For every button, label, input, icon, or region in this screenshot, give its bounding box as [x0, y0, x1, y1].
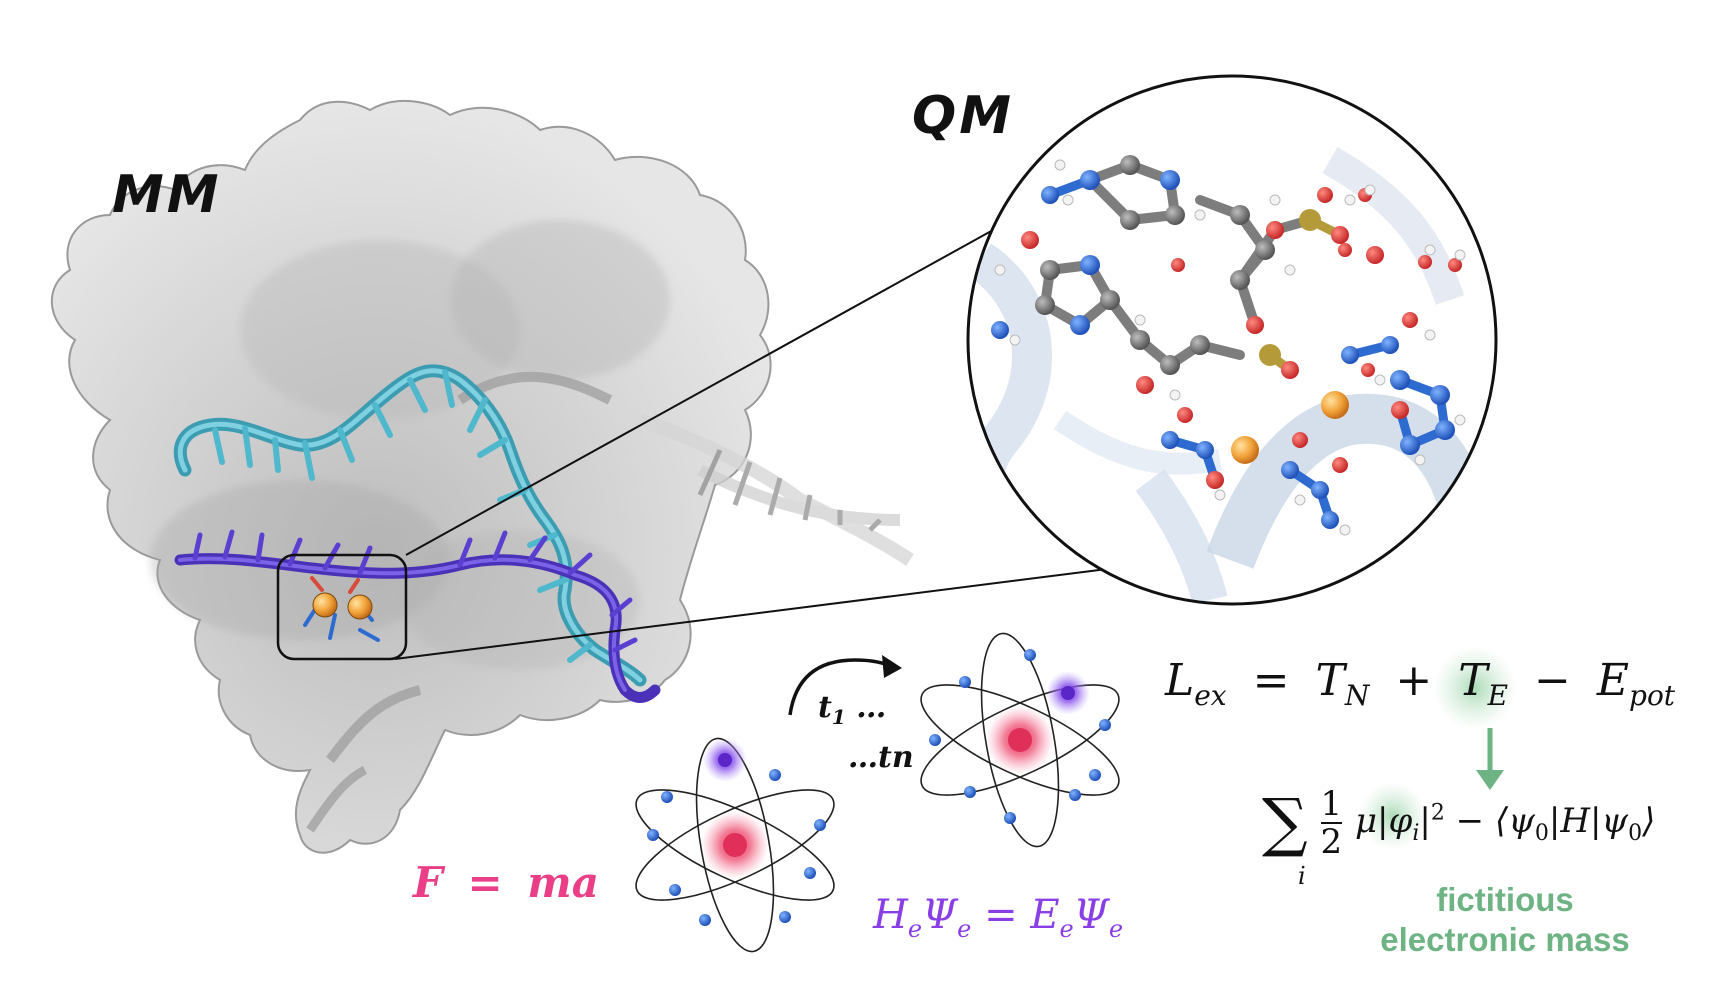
kinetic-tail: | [1419, 801, 1431, 841]
time-end-label: …tn [848, 740, 914, 775]
t1-symbol: t [818, 690, 832, 725]
schrod-psi2-sub: e [1108, 915, 1124, 943]
braket-sub2: 0 [1628, 820, 1643, 846]
lagrangian-equation: Lex = TN + TE − Epot [1165, 655, 1675, 712]
tn-symbol: T [1315, 655, 1345, 706]
half-numerator: 1 [1320, 784, 1343, 824]
rna-purple-strand [174, 529, 661, 703]
equals-sign: = [1252, 655, 1290, 706]
braket-start: − ⟨ψ [1444, 801, 1535, 841]
schrod-eq: = [971, 892, 1031, 938]
braket-mid: |H|ψ [1548, 801, 1629, 841]
fictitious-line1: fictitious [1436, 881, 1574, 918]
schrod-psi2: Ψ [1073, 892, 1109, 938]
kinetic-sub: i [1412, 820, 1420, 846]
braket-end: ⟩ [1642, 801, 1656, 841]
plus-sign: + [1395, 655, 1433, 706]
te-symbol: T [1458, 655, 1488, 706]
tn-sub: N [1344, 678, 1370, 712]
schrod-e-sub: e [1059, 915, 1074, 943]
t1-sub: 1 [831, 705, 846, 729]
schrod-h-sub: e [907, 915, 923, 943]
lex-sub: ex [1194, 678, 1227, 712]
braket-sub1: 0 [1534, 820, 1549, 846]
minus-sign: − [1534, 655, 1571, 706]
half-denominator: 2 [1320, 822, 1343, 862]
schrod-h: H [873, 892, 908, 938]
kinetic-expression: ∑ 1 2 μ|φi|2 − ⟨ψ0|H|ψ0⟩ [1262, 786, 1655, 860]
atom-right [920, 632, 1120, 848]
time-start-label: t1 … [818, 690, 886, 729]
schrod-e: E [1030, 892, 1060, 938]
rna-grey-strand [306, 371, 914, 833]
qm-zoom-circle [966, 74, 1498, 606]
atom-left [635, 737, 835, 953]
time-arrow [788, 655, 902, 716]
epot-symbol: E [1596, 655, 1630, 706]
protein-surface [50, 99, 772, 854]
schrod-psi1: Ψ [922, 892, 958, 938]
fictitious-mass-label: fictitious electronic mass [1355, 880, 1655, 960]
lex-symbol: L [1165, 655, 1195, 706]
active-site-box [276, 553, 408, 661]
epot-sub: pot [1629, 678, 1676, 712]
t1-dots: … [845, 690, 887, 725]
rna-cyan-strand [173, 364, 647, 687]
te-highlight [1359, 646, 1517, 850]
qm-label: QM [912, 86, 1014, 146]
mm-label: MM [112, 165, 222, 225]
zoom-lines [394, 213, 1124, 660]
newton-equation: F = ma [413, 858, 599, 907]
schrodinger-equation: HeΨe = EeΨe [873, 892, 1123, 943]
kinetic-sup: 2 [1430, 800, 1445, 826]
fictitious-line2: electronic mass [1380, 921, 1630, 958]
sum-index: i [1298, 862, 1306, 890]
half-fraction: 1 2 [1320, 784, 1343, 862]
sum-symbol: ∑ [1262, 786, 1308, 860]
kinetic-term: μ|φ [1354, 801, 1413, 841]
schrod-psi1-sub: e [957, 915, 972, 943]
te-sub: E [1487, 678, 1509, 712]
